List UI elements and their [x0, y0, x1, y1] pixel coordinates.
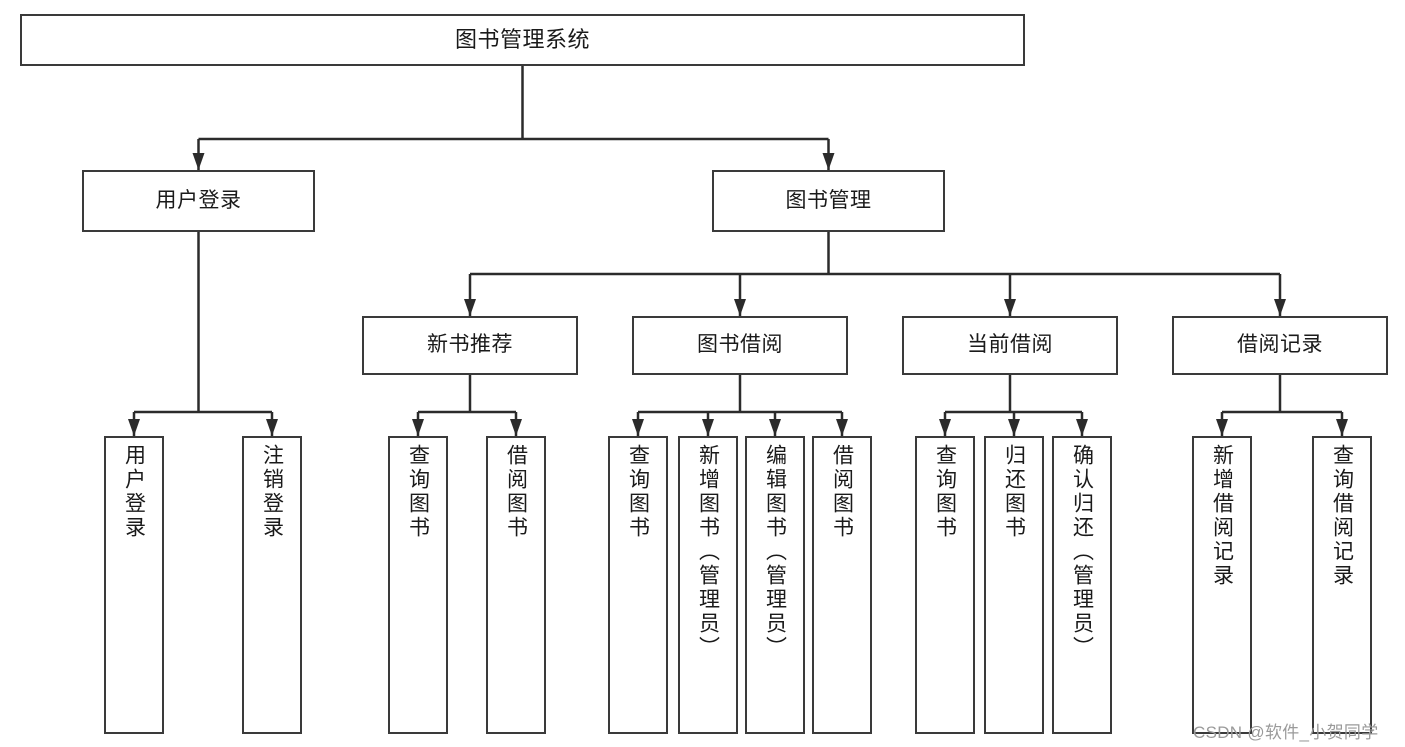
- node-label: 确认归还（管理员）: [1070, 444, 1094, 660]
- node-user-login[interactable]: 用户登录: [82, 170, 315, 232]
- node-label: 注销登录: [260, 444, 284, 540]
- node-leaf-query-book-current[interactable]: 查询图书: [915, 436, 975, 734]
- node-label: 当前借阅: [967, 333, 1053, 357]
- node-label: 借阅图书: [830, 444, 854, 540]
- node-book-borrow[interactable]: 图书借阅: [632, 316, 848, 375]
- node-leaf-return-book[interactable]: 归还图书: [984, 436, 1044, 734]
- node-label: 用户登录: [122, 444, 146, 540]
- node-leaf-user-logout[interactable]: 注销登录: [242, 436, 302, 734]
- node-label: 用户登录: [155, 188, 242, 212]
- node-leaf-add-borrow-record[interactable]: 新增借阅记录: [1192, 436, 1252, 734]
- node-label: 查询图书: [406, 444, 430, 540]
- watermark: CSDN @软件_小贺同学: [1193, 723, 1379, 742]
- node-label: 图书管理系统: [454, 27, 590, 53]
- node-borrow-records[interactable]: 借阅记录: [1172, 316, 1388, 375]
- node-leaf-query-book-borrow[interactable]: 查询图书: [608, 436, 668, 734]
- node-leaf-query-borrow-record[interactable]: 查询借阅记录: [1312, 436, 1372, 734]
- node-leaf-edit-book-admin[interactable]: 编辑图书（管理员）: [745, 436, 805, 734]
- node-label: 借阅图书: [504, 444, 528, 540]
- node-label: 新增图书（管理员）: [696, 444, 720, 660]
- node-book-management[interactable]: 图书管理: [712, 170, 945, 232]
- node-root[interactable]: 图书管理系统: [20, 14, 1025, 66]
- node-leaf-query-book-rec[interactable]: 查询图书: [388, 436, 448, 734]
- node-new-book-recommend[interactable]: 新书推荐: [362, 316, 578, 375]
- node-label: 新增借阅记录: [1210, 444, 1234, 588]
- node-label: 图书管理: [785, 188, 872, 212]
- node-label: 新书推荐: [427, 333, 513, 357]
- node-leaf-add-book-admin[interactable]: 新增图书（管理员）: [678, 436, 738, 734]
- node-label: 查询借阅记录: [1330, 444, 1354, 588]
- node-label: 图书借阅: [697, 333, 783, 357]
- node-leaf-confirm-return-admin[interactable]: 确认归还（管理员）: [1052, 436, 1112, 734]
- node-label: 借阅记录: [1237, 333, 1323, 357]
- node-leaf-user-login[interactable]: 用户登录: [104, 436, 164, 734]
- node-leaf-borrow-book[interactable]: 借阅图书: [812, 436, 872, 734]
- node-current-borrow[interactable]: 当前借阅: [902, 316, 1118, 375]
- node-label: 查询图书: [933, 444, 957, 540]
- node-label: 查询图书: [626, 444, 650, 540]
- node-leaf-borrow-book-rec[interactable]: 借阅图书: [486, 436, 546, 734]
- node-label: 编辑图书（管理员）: [763, 444, 787, 660]
- node-label: 归还图书: [1002, 444, 1026, 540]
